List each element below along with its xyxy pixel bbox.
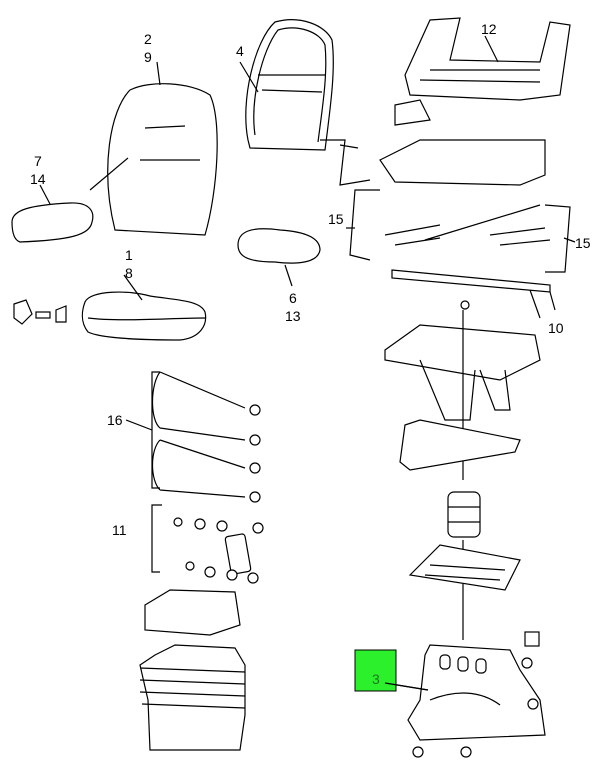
cross-bar[interactable]	[391, 269, 556, 311]
armrest-right[interactable]	[237, 228, 321, 264]
callout-3[interactable]: 3	[372, 671, 380, 687]
callout-6[interactable]: 6	[289, 290, 297, 306]
callout-2[interactable]: 2	[144, 31, 152, 47]
seat-cushion[interactable]	[81, 291, 207, 341]
mounting-plate[interactable]	[379, 99, 546, 186]
base-housing[interactable]	[407, 631, 546, 758]
scissor-link[interactable]	[399, 419, 521, 471]
shock-absorber-set[interactable]	[173, 517, 264, 584]
bellows-cover[interactable]	[139, 589, 246, 751]
callout-8[interactable]: 8	[125, 265, 133, 281]
callout-9[interactable]: 9	[144, 49, 152, 65]
callout-16[interactable]: 16	[107, 412, 123, 428]
slide-rails[interactable]	[384, 204, 551, 246]
bracket-11	[151, 504, 162, 573]
callout-10[interactable]: 10	[548, 320, 564, 336]
seat-slider-frame[interactable]	[404, 17, 571, 101]
callout-14[interactable]: 14	[30, 171, 46, 187]
callout-7[interactable]: 7	[34, 153, 42, 169]
bolt-set[interactable]	[151, 371, 261, 503]
lower-scissor[interactable]	[408, 544, 521, 591]
callout-1[interactable]: 1	[125, 247, 133, 263]
callout-4[interactable]: 4	[236, 43, 244, 59]
callout-11[interactable]: 11	[112, 522, 127, 538]
callout-13[interactable]: 13	[285, 308, 301, 324]
callout-15-left[interactable]: 15	[328, 211, 344, 227]
seat-back-cushion[interactable]	[107, 83, 218, 236]
callout-12[interactable]: 12	[481, 21, 497, 37]
callout-15-right[interactable]: 15	[575, 235, 591, 251]
seat-back-frame[interactable]	[245, 19, 371, 186]
knob-parts	[13, 299, 67, 325]
bracket-15-left	[349, 189, 380, 261]
armrest-left[interactable]	[11, 202, 94, 243]
